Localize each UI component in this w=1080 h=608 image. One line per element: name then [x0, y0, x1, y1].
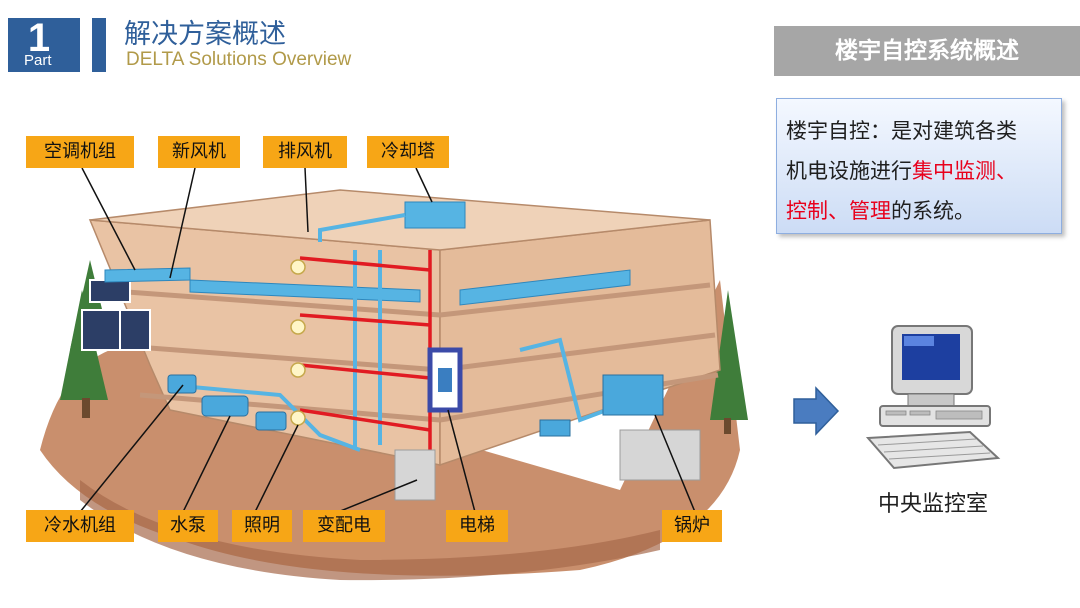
definition-line-3: 控制、管理的系统。	[786, 191, 1055, 231]
definition-text: 机电设施进行	[786, 159, 912, 183]
label-ac-unit: 空调机组	[26, 136, 134, 168]
label-cooling-tower: 冷却塔	[367, 136, 449, 168]
label-boiler: 锅炉	[662, 510, 722, 542]
label-pump: 水泵	[158, 510, 218, 542]
computer-icon	[858, 318, 1008, 478]
elevator-car	[438, 368, 452, 392]
header-accent-bar	[92, 18, 106, 72]
definition-text: 的系统。	[891, 199, 975, 223]
control-room-label: 中央监控室	[858, 486, 1008, 518]
page-title: 解决方案概述	[124, 12, 286, 51]
label-lighting: 照明	[232, 510, 292, 542]
part-word: Part	[24, 52, 52, 69]
label-power: 变配电	[303, 510, 385, 542]
label-exhaust-fan: 排风机	[263, 136, 347, 168]
label-fresh-air: 新风机	[158, 136, 240, 168]
section-banner: 楼宇自控系统概述	[774, 26, 1080, 76]
label-elevator: 电梯	[446, 510, 508, 542]
page-subtitle: DELTA Solutions Overview	[126, 49, 351, 71]
definition-line-1: 楼宇自控：是对建筑各类	[786, 111, 1055, 151]
definition-highlight: 控制、管理	[786, 199, 891, 223]
label-chiller: 冷水机组	[26, 510, 134, 542]
definition-highlight: 集中监测、	[912, 159, 1017, 183]
part-badge: 1 Part	[8, 18, 80, 72]
definition-box: 楼宇自控：是对建筑各类 机电设施进行集中监测、 控制、管理的系统。	[776, 98, 1062, 234]
arrow-right-icon	[792, 386, 840, 436]
definition-line-2: 机电设施进行集中监测、	[786, 151, 1055, 191]
